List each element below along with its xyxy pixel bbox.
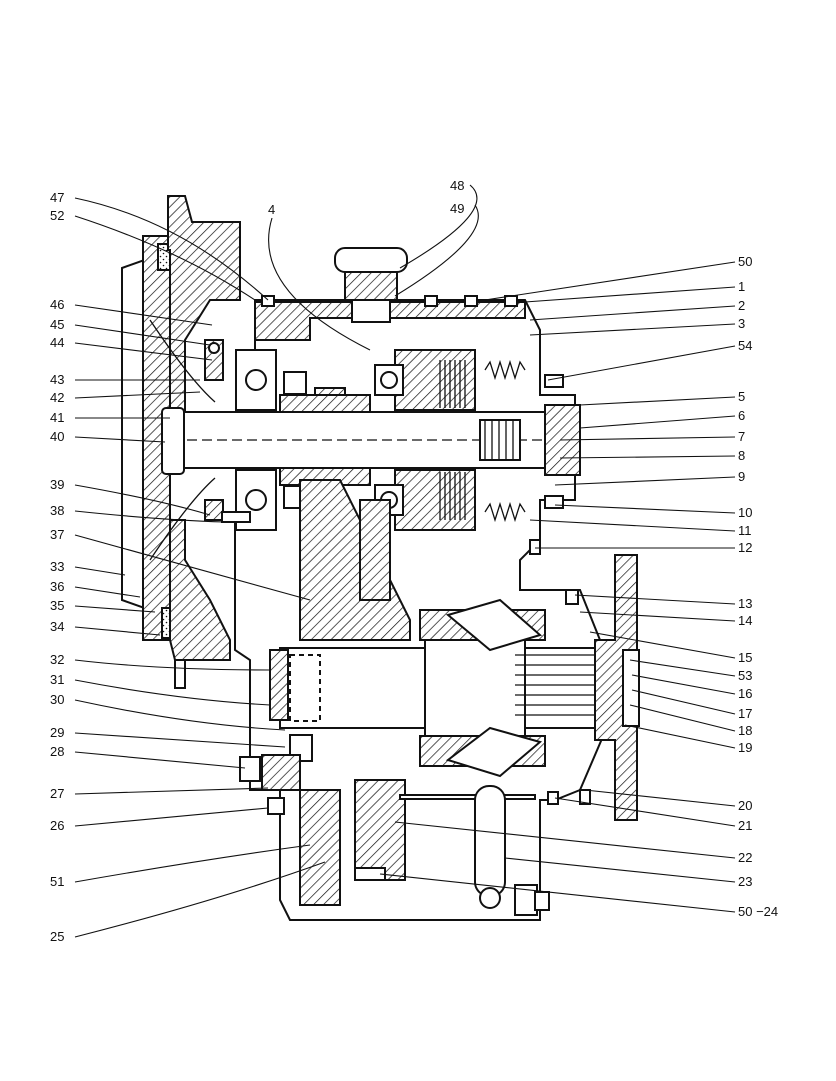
callout-20: 20 — [738, 798, 752, 813]
callout-34: 34 — [50, 619, 64, 634]
callout-29: 29 — [50, 725, 64, 740]
callout-15: 15 — [738, 650, 752, 665]
callout-21: 21 — [738, 818, 752, 833]
callout-12: 12 — [738, 540, 752, 555]
callout-10: 10 — [738, 505, 752, 520]
callout-8: 8 — [738, 448, 745, 463]
callouts-right: 50 1 2 3 54 5 6 7 8 9 10 11 12 13 14 15 … — [738, 254, 778, 919]
callout-30: 30 — [50, 692, 64, 707]
callout-44: 44 — [50, 335, 64, 350]
callout-6: 6 — [738, 408, 745, 423]
callout-37: 37 — [50, 527, 64, 542]
callout-25: 25 — [50, 929, 64, 944]
clutch-plates-bottom — [439, 472, 466, 520]
callout-46: 46 — [50, 297, 64, 312]
callout-50-top: 50 — [738, 254, 752, 269]
callout-35: 35 — [50, 598, 64, 613]
callout-4: 4 — [268, 202, 275, 217]
callout-50-24: 50 −24 — [738, 904, 778, 919]
callout-3: 3 — [738, 316, 745, 331]
callout-27: 27 — [50, 786, 64, 801]
callout-52: 52 — [50, 208, 64, 223]
callout-19: 19 — [738, 740, 752, 755]
callout-22: 22 — [738, 850, 752, 865]
callout-42: 42 — [50, 390, 64, 405]
callout-41: 41 — [50, 410, 64, 425]
callout-18: 18 — [738, 723, 752, 738]
callout-31: 31 — [50, 672, 64, 687]
callout-53: 53 — [738, 668, 752, 683]
callout-38: 38 — [50, 503, 64, 518]
callout-1: 1 — [738, 279, 745, 294]
callout-9: 9 — [738, 469, 745, 484]
callout-16: 16 — [738, 686, 752, 701]
callout-2: 2 — [738, 298, 745, 313]
callout-45: 45 — [50, 317, 64, 332]
clutch-plates-top — [439, 360, 466, 408]
callout-48: 48 — [450, 178, 464, 193]
callout-23: 23 — [738, 874, 752, 889]
callout-43: 43 — [50, 372, 64, 387]
callout-32: 32 — [50, 652, 64, 667]
callout-49: 49 — [450, 201, 464, 216]
callout-17: 17 — [738, 706, 752, 721]
leader-lines — [74, 184, 736, 938]
callout-54: 54 — [738, 338, 752, 353]
callouts-top: 48 49 4 — [268, 178, 464, 217]
callout-26: 26 — [50, 818, 64, 833]
callout-51: 51 — [50, 874, 64, 889]
callout-11: 11 — [738, 523, 752, 538]
callout-5: 5 — [738, 389, 745, 404]
callouts-left: 47 52 46 45 44 43 42 41 40 39 38 37 33 3… — [50, 190, 64, 944]
callout-39: 39 — [50, 477, 64, 492]
output-splines — [515, 654, 605, 716]
callout-7: 7 — [738, 429, 745, 444]
callout-13: 13 — [738, 596, 752, 611]
callout-28: 28 — [50, 744, 64, 759]
callout-36: 36 — [50, 579, 64, 594]
callout-33: 33 — [50, 559, 64, 574]
callout-47: 47 — [50, 190, 64, 205]
callout-40: 40 — [50, 429, 64, 444]
assembly-drawing — [121, 195, 640, 921]
callout-14: 14 — [738, 613, 752, 628]
